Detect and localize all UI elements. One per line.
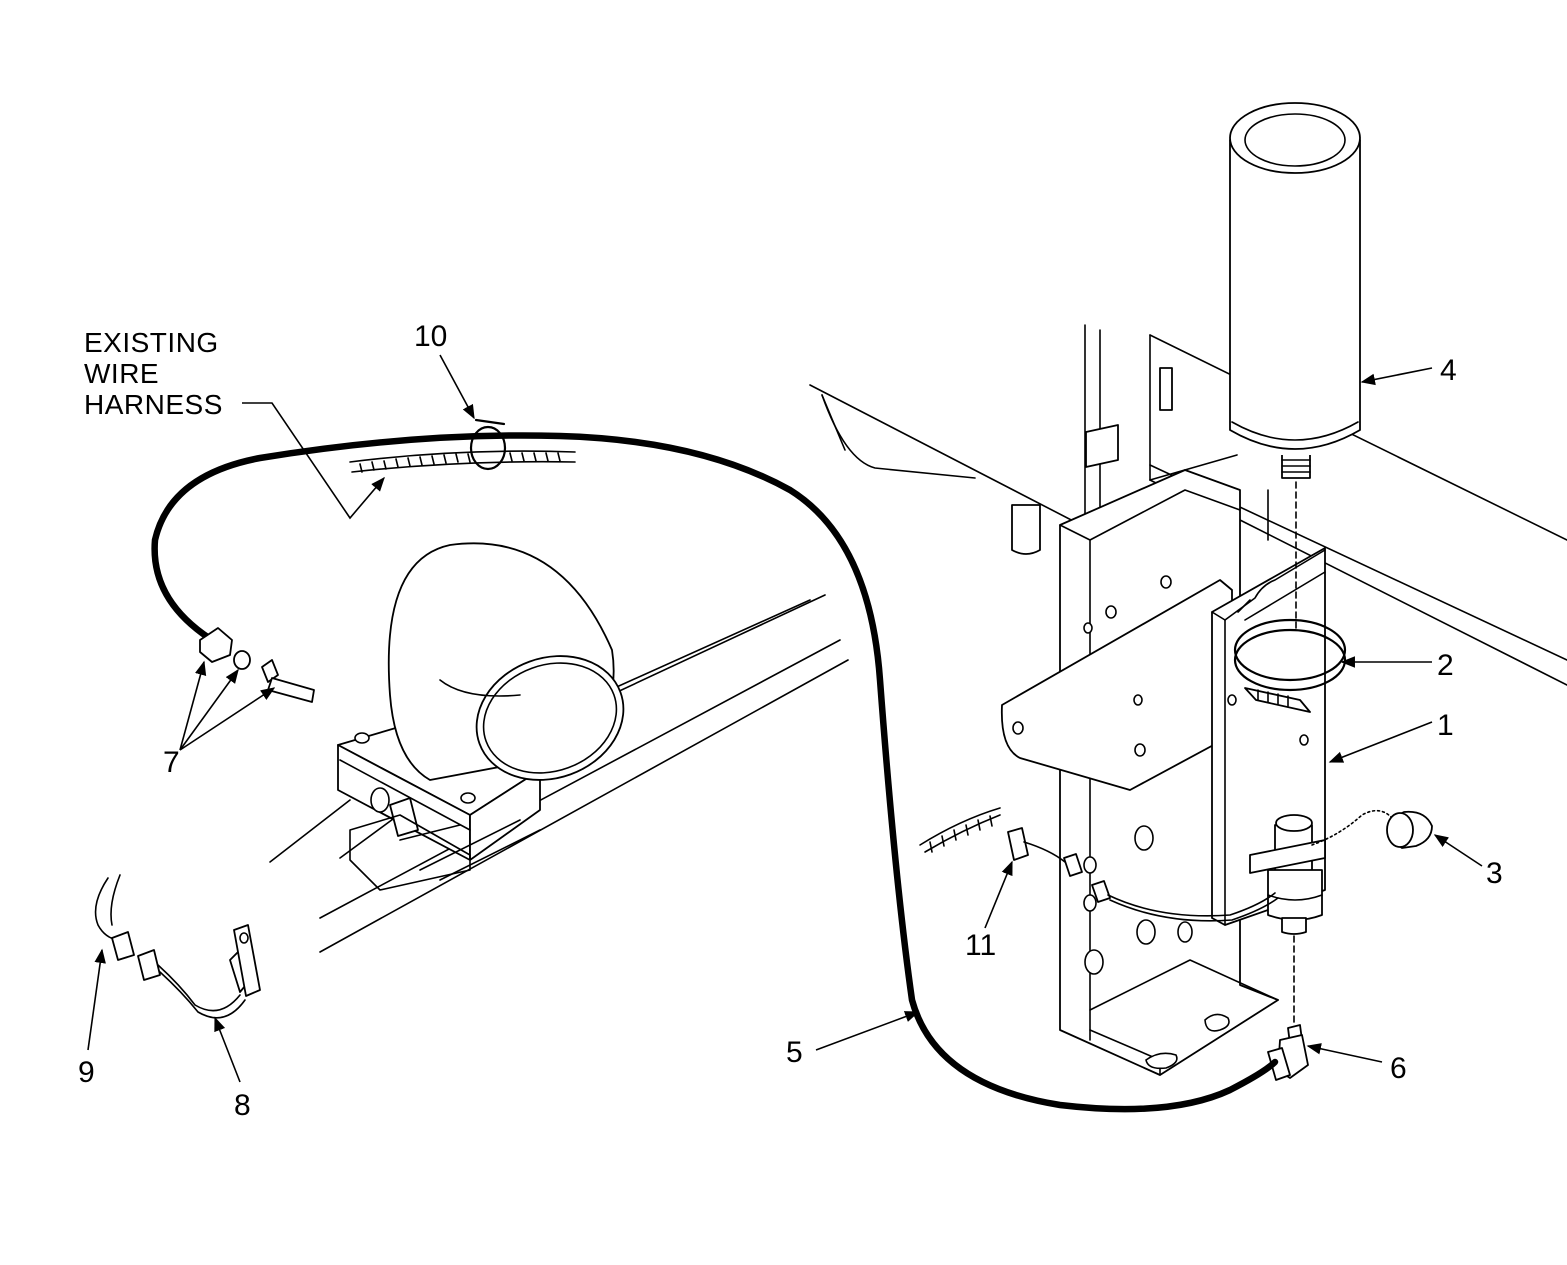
leader-lines: [87, 354, 1483, 1083]
callout-11: 11: [965, 929, 996, 962]
heater-assembly: [94, 874, 261, 1019]
filter-canister: [1229, 102, 1361, 631]
callout-1: 1: [1437, 709, 1454, 742]
callout-2: 2: [1437, 649, 1454, 682]
sensor-lead: [919, 807, 1279, 922]
elbow-fitting: [1267, 1024, 1309, 1081]
callout-6: 6: [1390, 1052, 1407, 1085]
harness-note: EXISTING WIRE HARNESS: [84, 327, 223, 420]
note-line-3: HARNESS: [84, 389, 223, 420]
engine-block: [269, 542, 849, 953]
cabinet-frame: [809, 324, 1567, 686]
callout-labels: 1 2 3 4 5 6 7 8 9 10 11: [78, 320, 1503, 1122]
callout-10: 10: [414, 320, 447, 353]
cable-tie: [469, 418, 507, 471]
dust-cap: [1386, 810, 1433, 849]
note-line-1: EXISTING: [84, 327, 219, 358]
compression-fittings: [199, 627, 315, 703]
callout-8: 8: [234, 1089, 251, 1122]
callout-3: 3: [1486, 857, 1503, 890]
drain-hose: [151, 432, 1279, 1113]
note-line-2: WIRE: [84, 358, 159, 389]
callout-9: 9: [78, 1056, 95, 1089]
drain-valve: [1249, 809, 1393, 1026]
existing-wire-harness: [349, 450, 576, 473]
callout-4: 4: [1440, 354, 1457, 387]
callout-7: 7: [163, 746, 180, 779]
callout-5: 5: [786, 1036, 803, 1069]
